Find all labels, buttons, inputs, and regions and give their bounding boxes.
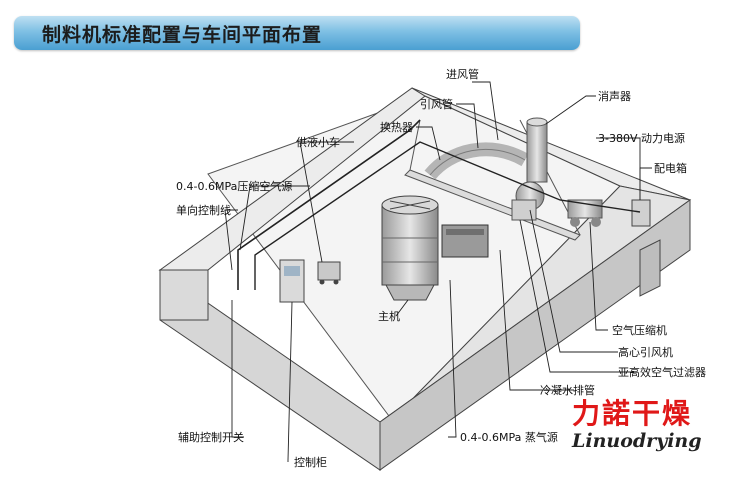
label-compressed-air: 0.4-0.6MPa压缩空气源 [176, 179, 292, 193]
label-power-source: 3-380V 动力电源 [598, 131, 685, 145]
label-control-cabinet: 控制柜 [294, 455, 327, 469]
label-distribution-box: 配电箱 [654, 161, 687, 175]
wall-front-right [379, 199, 691, 471]
silencer-unit [526, 121, 548, 183]
wall-notch-right [639, 239, 661, 297]
title-banner: 制料机标准配置与车间平面布置 [14, 16, 580, 50]
brand-logo-english: Linuodrying [572, 430, 702, 452]
label-liquid-cart: 供液小车 [296, 135, 340, 149]
air-compressor-unit [567, 199, 603, 219]
label-induced-pipe: 引风管 [420, 97, 453, 111]
label-condensate-pipe: 冷凝水排管 [540, 383, 595, 397]
liquid-cart-unit [317, 261, 341, 281]
page-title: 制料机标准配置与车间平面布置 [42, 24, 323, 46]
compressed-air-line [237, 119, 421, 290]
leader-lines [224, 81, 652, 462]
label-inlet-pipe: 进风管 [446, 67, 479, 81]
brand-logo-chinese: 力諾干燥 [572, 397, 693, 430]
label-aux-switch: 辅助控制开关 [178, 430, 244, 444]
label-silencer: 消声器 [598, 89, 631, 103]
label-air-compressor: 空气压缩机 [612, 323, 667, 337]
power-line [254, 141, 641, 290]
wall-notch-left [159, 269, 209, 321]
label-centrifugal-fan: 高心引风机 [618, 345, 673, 359]
main-unit [381, 204, 439, 286]
label-steam-source: 0.4-0.6MPa 蒸气源 [460, 430, 558, 444]
label-hepa-filter: 亚高效空气过滤器 [618, 365, 706, 379]
hepa-filter-unit [511, 199, 537, 221]
label-heat-exchanger: 换热器 [380, 120, 413, 134]
distribution-box-unit [631, 199, 651, 227]
label-main-unit: 主机 [378, 309, 400, 323]
label-control-line: 单向控制线 [176, 203, 231, 217]
